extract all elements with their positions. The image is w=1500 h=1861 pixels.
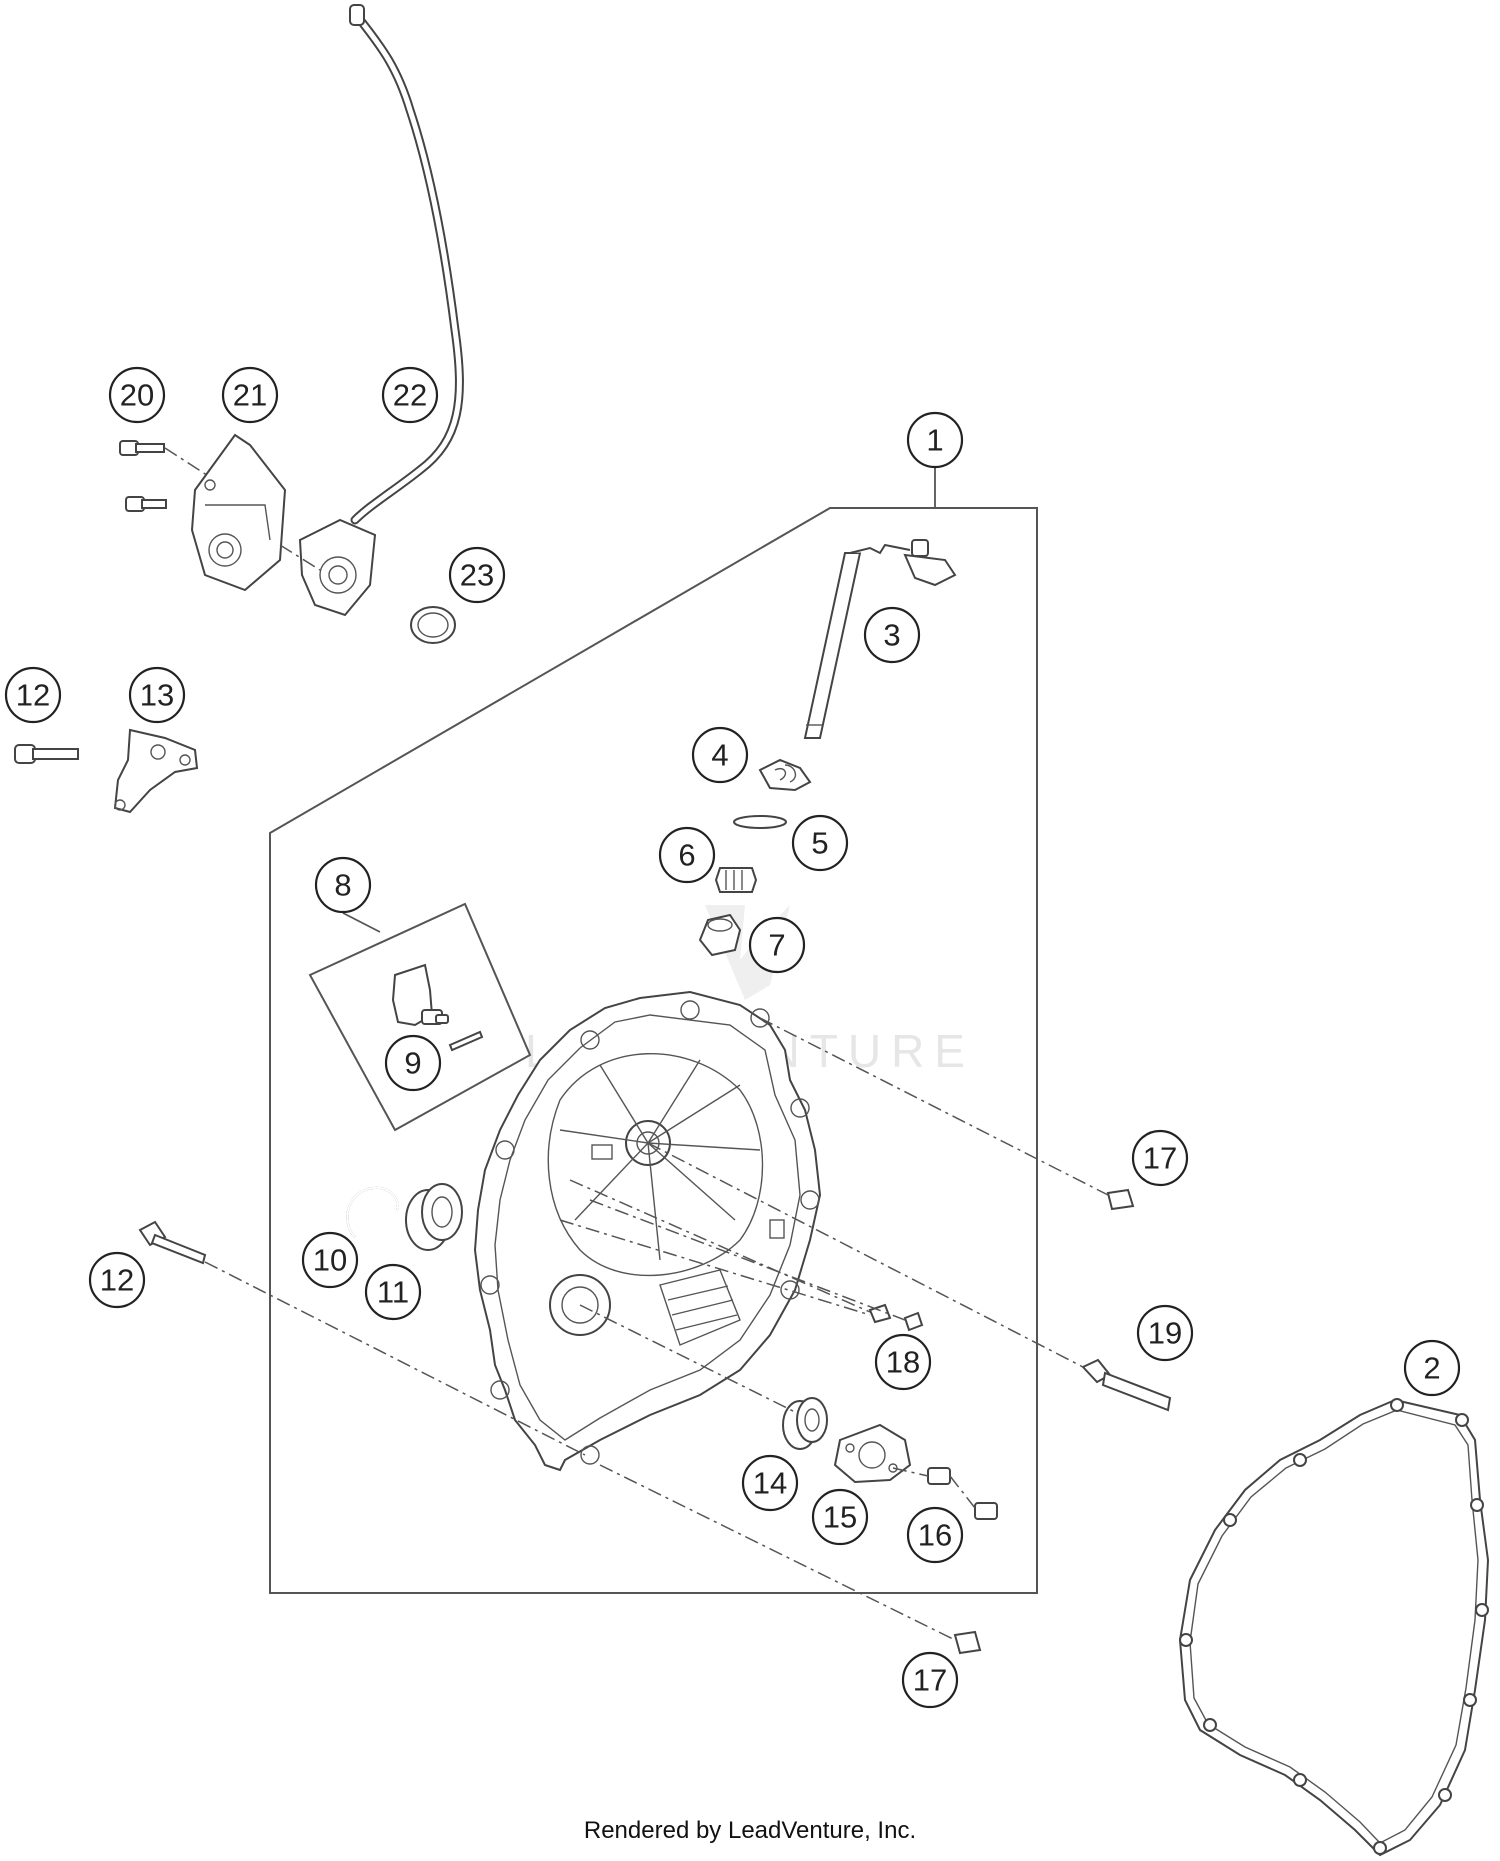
slave-cylinder-cover — [190, 433, 287, 592]
slave-cylinder — [298, 518, 377, 617]
clutch-cover — [473, 990, 822, 1472]
callout-13: 13 — [128, 666, 186, 724]
svg-text:1: 1 — [926, 423, 943, 458]
callout-16: 16 — [906, 1506, 964, 1564]
pin — [448, 1030, 484, 1052]
kit-8-leader — [342, 912, 381, 933]
svg-text:22: 22 — [393, 378, 427, 413]
callout-12-upper: 12 — [4, 666, 62, 724]
mounting-bracket — [113, 728, 199, 814]
cover-gasket — [1178, 1398, 1490, 1857]
washer — [733, 815, 787, 829]
callout-22: 22 — [381, 366, 439, 424]
callout-4: 4 — [691, 726, 749, 784]
svg-text:7: 7 — [768, 928, 785, 963]
callout-12-lower: 12 — [88, 1251, 146, 1309]
callout-18: 18 — [874, 1333, 932, 1391]
callout-17-upper: 17 — [1131, 1129, 1189, 1187]
bolt-12-lower — [138, 1220, 207, 1265]
callout-1: 1 — [906, 411, 964, 469]
long-bolt — [1081, 1358, 1172, 1412]
svg-text:12: 12 — [100, 1263, 134, 1298]
svg-text:5: 5 — [811, 826, 828, 861]
svg-text:23: 23 — [460, 558, 494, 593]
callout-10: 10 — [301, 1231, 359, 1289]
svg-text:17: 17 — [913, 1663, 947, 1698]
leader-12-lower — [204, 1261, 586, 1456]
svg-text:11: 11 — [377, 1275, 409, 1310]
callout-14: 14 — [741, 1454, 799, 1512]
dowel-pin-upper — [1106, 1188, 1135, 1211]
callout-19: 19 — [1136, 1304, 1194, 1362]
cable-end — [349, 4, 365, 26]
callout-11: 11 — [364, 1263, 422, 1321]
callout-9: 9 — [384, 1034, 442, 1092]
clutch-push-rod — [803, 539, 957, 739]
svg-text:19: 19 — [1148, 1316, 1182, 1351]
callout-17-lower: 17 — [901, 1651, 959, 1709]
svg-text:18: 18 — [886, 1345, 920, 1380]
ball-bearing — [405, 1183, 463, 1251]
callout-5: 5 — [791, 814, 849, 872]
svg-text:8: 8 — [334, 868, 351, 903]
svg-text:12: 12 — [16, 678, 50, 713]
callout-7: 7 — [748, 916, 806, 974]
svg-text:2: 2 — [1423, 1351, 1440, 1386]
bolts-20 — [119, 440, 167, 512]
svg-text:10: 10 — [313, 1243, 347, 1278]
svg-text:21: 21 — [233, 378, 267, 413]
svg-text:15: 15 — [823, 1500, 857, 1535]
svg-text:16: 16 — [918, 1518, 952, 1553]
callout-8: 8 — [314, 856, 372, 914]
svg-text:14: 14 — [753, 1466, 787, 1501]
screws-18 — [868, 1303, 924, 1332]
bushing — [698, 913, 742, 957]
callout-6: 6 — [658, 826, 716, 884]
svg-text:6: 6 — [678, 838, 695, 873]
callout-21: 21 — [221, 366, 279, 424]
kit-8-outline — [308, 902, 532, 1132]
circlip — [346, 1186, 399, 1238]
callout-15: 15 — [811, 1488, 869, 1546]
svg-text:9: 9 — [404, 1046, 421, 1081]
svg-text:3: 3 — [883, 618, 900, 653]
gasket-holes — [1179, 1398, 1489, 1855]
filler-plug — [391, 963, 449, 1027]
dowel-pin-lower — [953, 1630, 982, 1655]
shaft-seal — [782, 1397, 828, 1450]
retaining-plate — [833, 1423, 912, 1484]
footer-credit: Rendered by LeadVenture, Inc. — [583, 1817, 917, 1844]
svg-text:4: 4 — [711, 738, 728, 773]
callout-20: 20 — [108, 366, 166, 424]
svg-text:13: 13 — [140, 678, 174, 713]
callout-3: 3 — [863, 606, 921, 664]
bolt-12-upper — [14, 744, 79, 764]
svg-text:17: 17 — [1143, 1141, 1177, 1176]
callout-23: 23 — [448, 546, 506, 604]
needle-bearing — [714, 867, 758, 893]
kit-1-outline — [269, 507, 1038, 1594]
svg-text:20: 20 — [120, 378, 154, 413]
callout-2: 2 — [1403, 1339, 1461, 1397]
